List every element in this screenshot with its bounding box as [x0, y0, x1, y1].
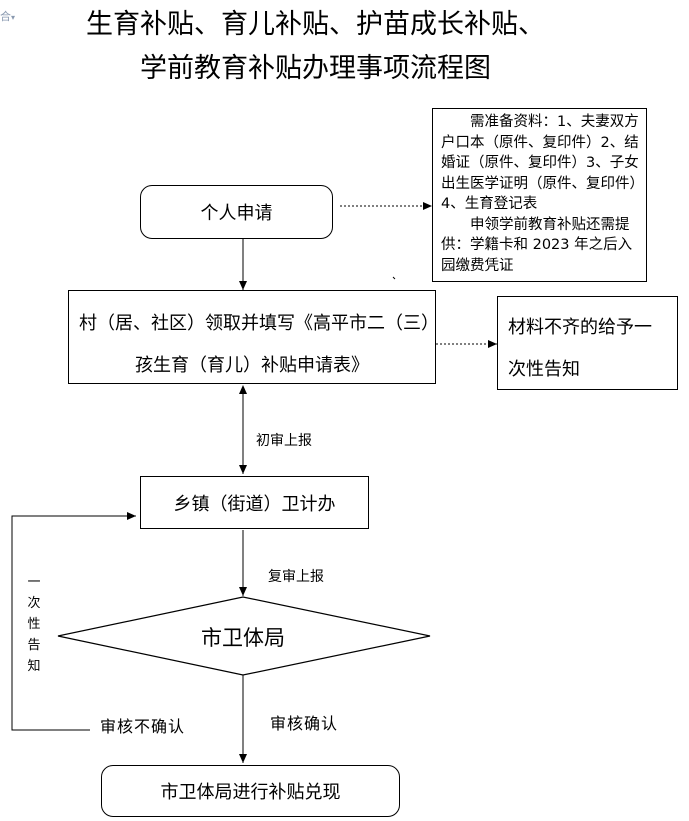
node-town-health-office[interactable]: 乡镇（街道）卫计办: [140, 476, 369, 529]
page-title-line2: 学前教育补贴办理事项流程图: [140, 53, 491, 84]
node-city-health-bureau[interactable]: 市卫体局: [201, 626, 285, 650]
page-title-line1: 生育补贴、育儿补贴、护苗成长补贴、: [86, 9, 545, 40]
label-second-review: 复审上报: [268, 569, 324, 585]
bureau-diamond: [57, 596, 431, 676]
village-text-line2: 孩生育（育儿）补贴申请表》: [135, 355, 369, 376]
village-text-line1: 村（居、社区）领取并填写《高平市二（三）: [79, 313, 439, 334]
incomplete-text-line1: 材料不齐的给予一: [508, 317, 652, 338]
label-not-confirmed: 审核不确认: [100, 717, 186, 736]
incomplete-materials-note: 材料不齐的给予一 次性告知: [497, 296, 678, 390]
arrow-not-confirmed-loop: [11, 512, 136, 731]
label-one-time-notice: 一 次 性 告 知: [27, 575, 41, 674]
node-subsidy-payout[interactable]: 市卫体局进行补贴兑现: [101, 765, 400, 817]
materials-note: 需准备资料：1、夫妻双方户口本（原件、复印件）2、结婚证（原件、复印件）3、子女…: [432, 108, 647, 282]
materials-note-part2: 申领学前教育补贴还需提供：学籍卡和 2023 年之后入园缴费凭证: [441, 216, 633, 274]
label-first-review: 初审上报: [256, 433, 312, 449]
corner-mark: 合▾: [0, 10, 16, 23]
materials-note-part1: 需准备资料：1、夫妻双方户口本（原件、复印件）2、结婚证（原件、复印件）3、子女…: [441, 114, 639, 212]
node-village-fill-form[interactable]: 村（居、社区）领取并填写《高平市二（三） 孩生育（育儿）补贴申请表》: [68, 290, 439, 384]
incomplete-text-line2: 次性告知: [508, 359, 580, 380]
label-confirmed: 审核确认: [270, 714, 339, 733]
node-personal-application[interactable]: 个人申请: [140, 185, 333, 239]
